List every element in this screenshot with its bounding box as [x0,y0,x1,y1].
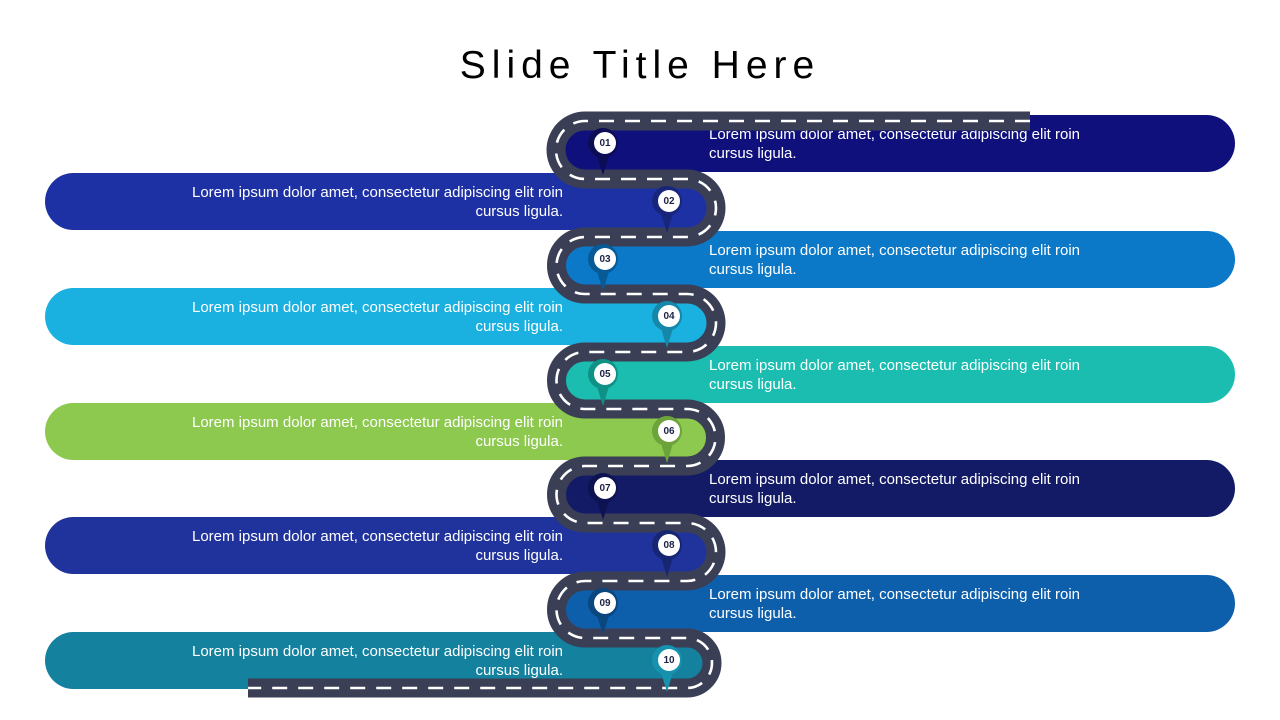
step-number-badge: 06 [658,420,680,442]
roadmap-bar-text: Lorem ipsum dolor amet, consectetur adip… [191,642,563,679]
map-pin-icon: 01 [586,128,620,178]
roadmap-bar-01: Lorem ipsum dolor amet, consectetur adip… [557,115,1235,172]
slide-title: Slide Title Here [459,44,821,87]
roadmap-bar-10: Lorem ipsum dolor amet, consectetur adip… [45,632,715,689]
map-pin-circle: 04 [652,301,682,331]
roadmap-bar-09: Lorem ipsum dolor amet, consectetur adip… [557,575,1235,632]
roadmap-bar-text: Lorem ipsum dolor amet, consectetur adip… [191,183,563,220]
roadmap-bar-04: Lorem ipsum dolor amet, consectetur adip… [45,288,715,345]
map-pin-icon: 06 [650,416,684,466]
step-number-badge: 07 [594,477,616,499]
map-pin-circle: 01 [588,128,618,158]
map-pin-icon: 09 [586,588,620,638]
step-number-badge: 04 [658,305,680,327]
roadmap-bar-text: Lorem ipsum dolor amet, consectetur adip… [709,241,1081,278]
map-pin-circle: 08 [652,530,682,560]
roadmap-bar-text: Lorem ipsum dolor amet, consectetur adip… [709,470,1081,507]
map-pin-circle: 03 [588,244,618,274]
map-pin-circle: 09 [588,588,618,618]
roadmap-bar-06: Lorem ipsum dolor amet, consectetur adip… [45,403,715,460]
map-pin-circle: 07 [588,473,618,503]
map-pin-icon: 10 [650,645,684,695]
roadmap-bar-text: Lorem ipsum dolor amet, consectetur adip… [709,585,1081,622]
step-number-badge: 08 [658,534,680,556]
map-pin-icon: 08 [650,530,684,580]
map-pin-icon: 03 [586,244,620,294]
roadmap-bar-text: Lorem ipsum dolor amet, consectetur adip… [191,298,563,335]
map-pin-icon: 05 [586,359,620,409]
map-pin-icon: 02 [650,186,684,236]
step-number-badge: 05 [594,363,616,385]
roadmap-bar-text: Lorem ipsum dolor amet, consectetur adip… [191,527,563,564]
step-number-badge: 02 [658,190,680,212]
map-pin-circle: 02 [652,186,682,216]
step-number-badge: 01 [594,132,616,154]
step-number-badge: 09 [594,592,616,614]
roadmap-bar-07: Lorem ipsum dolor amet, consectetur adip… [557,460,1235,517]
roadmap-bar-03: Lorem ipsum dolor amet, consectetur adip… [557,231,1235,288]
roadmap-bar-05: Lorem ipsum dolor amet, consectetur adip… [557,346,1235,403]
roadmap-bar-text: Lorem ipsum dolor amet, consectetur adip… [709,125,1081,162]
map-pin-icon: 07 [586,473,620,523]
map-pin-circle: 05 [588,359,618,389]
roadmap-bar-08: Lorem ipsum dolor amet, consectetur adip… [45,517,715,574]
roadmap-bar-02: Lorem ipsum dolor amet, consectetur adip… [45,173,715,230]
map-pin-circle: 06 [652,416,682,446]
roadmap-bar-text: Lorem ipsum dolor amet, consectetur adip… [191,413,563,450]
step-number-badge: 03 [594,248,616,270]
map-pin-circle: 10 [652,645,682,675]
roadmap-bar-text: Lorem ipsum dolor amet, consectetur adip… [709,356,1081,393]
step-number-badge: 10 [658,649,680,671]
map-pin-icon: 04 [650,301,684,351]
